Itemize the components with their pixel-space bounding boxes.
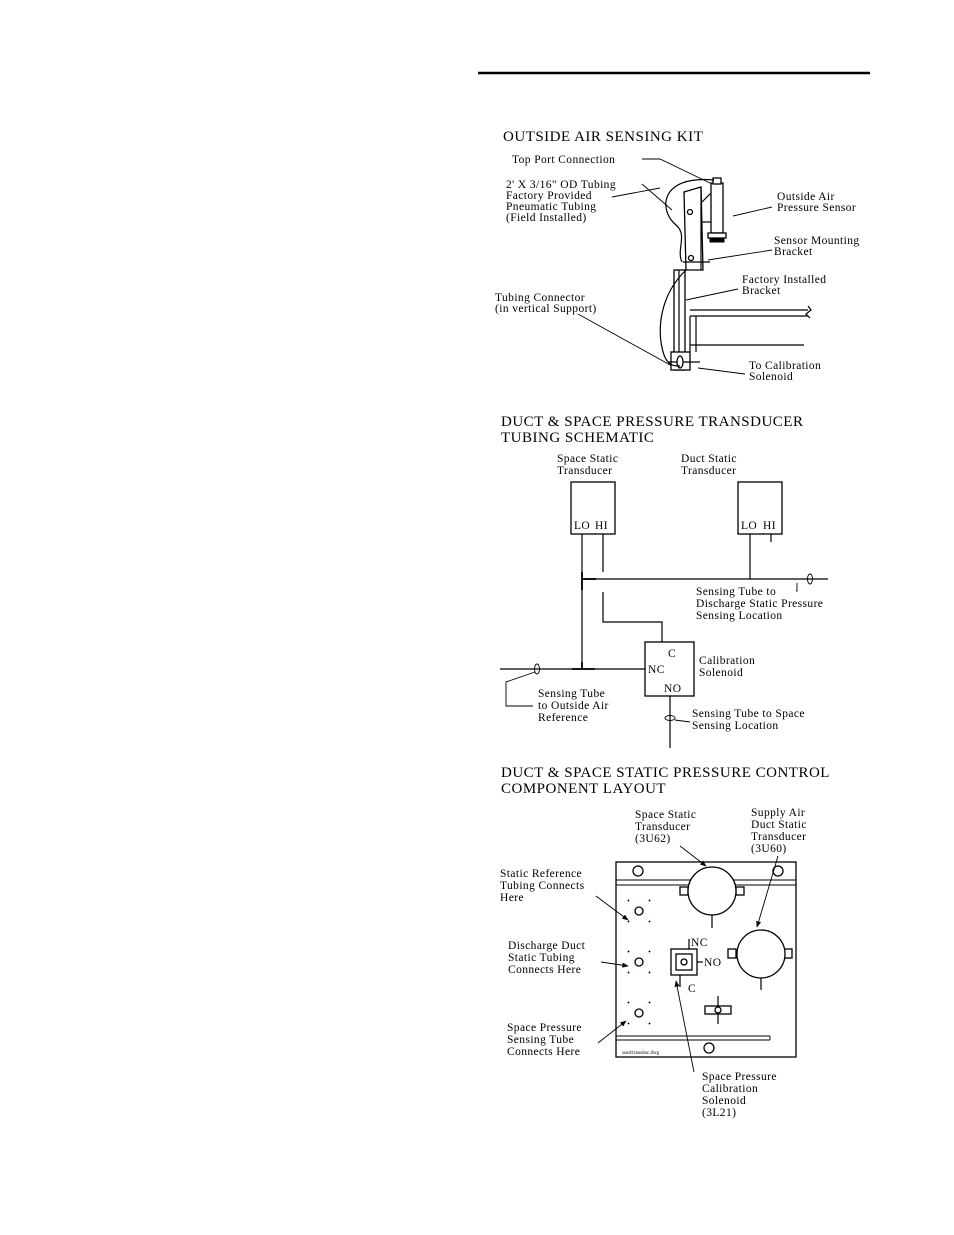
space-press-label-1: Space Pressure — [507, 1022, 582, 1034]
layout-title-1: DUCT & SPACE STATIC PRESSURE CONTROL — [501, 765, 830, 781]
outside-air-pressure-sensor — [700, 177, 727, 243]
space-pressure-connector — [627, 1001, 651, 1025]
duct-port-lo: LO — [741, 520, 757, 532]
outside-tube-label-2: to Outside Air — [538, 700, 609, 712]
schematic-title-2: TUBING SCHEMATIC — [501, 430, 654, 446]
calibration-solenoid: C NC NO — [644, 641, 695, 697]
drawing-number: ssod/transduc.dwg — [622, 1051, 660, 1056]
discharge-tube-label-1: Sensing Tube to — [696, 586, 776, 598]
calib-sol-label-3: Solenoid — [702, 1095, 746, 1107]
space-xd-label-2: Transducer — [635, 821, 690, 833]
discharge-tube-label-3: Sensing Location — [696, 610, 783, 622]
calibration-solenoid-3l21: NC NO C — [670, 937, 721, 995]
component-layout: DUCT & SPACE STATIC PRESSURE CONTROL COM… — [500, 765, 830, 1119]
kit-calibration-label-1: To Calibration — [749, 360, 821, 372]
duct-transducer-label-1: Duct Static — [681, 453, 737, 465]
space-tube-label-1: Sensing Tube to Space — [692, 708, 805, 720]
supply-xd-label-3: Transducer — [751, 831, 806, 843]
kit-sensor-label-2: Pressure Sensor — [777, 202, 856, 214]
pneumatic-tubing — [659, 178, 715, 367]
calib-sol-label-2: Calibration — [702, 1083, 758, 1095]
discharge-duct-label-1: Discharge Duct — [508, 940, 586, 952]
kit-tubing-label-2: Factory Provided — [506, 190, 592, 202]
tubing-schematic: DUCT & SPACE PRESSURE TRANSDUCER TUBING … — [500, 414, 828, 748]
space-press-label-3: Connects Here — [507, 1046, 580, 1058]
solenoid-port-c: C — [668, 648, 676, 660]
kit-leader-lines — [577, 158, 773, 375]
layout-sol-c: C — [688, 983, 696, 995]
space-tube-label-2: Sensing Location — [692, 720, 779, 732]
calib-sol-label-4: (3L21) — [702, 1107, 736, 1119]
discharge-duct-label-2: Static Tubing — [508, 952, 575, 964]
kit-connector-label-2: (in vertical Support) — [495, 303, 597, 315]
space-press-label-2: Sensing Tube — [507, 1034, 574, 1046]
supply-xd-label-4: (3U60) — [751, 843, 787, 855]
layout-sol-nc: NC — [691, 937, 708, 949]
solenoid-port-nc: NC — [648, 664, 665, 676]
outside-tube-label-1: Sensing Tube — [538, 688, 605, 700]
roof-curb — [689, 305, 812, 352]
solenoid-port-no: NO — [664, 683, 681, 695]
static-ref-connector — [627, 899, 651, 923]
sensor-mounting-bracket — [683, 186, 710, 271]
outside-tube-label-3: Reference — [538, 712, 588, 724]
kit-tubing-label-4: (Field Installed) — [506, 212, 587, 224]
static-ref-label-1: Static Reference — [500, 868, 582, 880]
discharge-duct-connector — [627, 950, 651, 974]
schematic-solenoid-label-1: Calibration — [699, 655, 755, 667]
supply-xd-label-2: Duct Static — [751, 819, 807, 831]
outside-air-sensing-kit: OUTSIDE AIR SENSING KIT Top Port Connect… — [495, 129, 860, 383]
duct-transducer-label-2: Transducer — [681, 465, 736, 477]
kit-factory-label-2: Bracket — [742, 285, 781, 297]
duct-transducer-3u60 — [727, 929, 793, 990]
duct-port-hi: HI — [763, 520, 776, 532]
duct-static-transducer: LO HI — [737, 481, 783, 535]
space-xd-label-1: Space Static — [635, 809, 696, 821]
calib-sol-label-1: Space Pressure — [702, 1071, 777, 1083]
kit-top-port-label: Top Port Connection — [512, 154, 615, 166]
space-transducer-3u62 — [679, 866, 745, 928]
space-transducer-label-2: Transducer — [557, 465, 612, 477]
layout-title-2: COMPONENT LAYOUT — [501, 781, 666, 797]
static-ref-label-3: Here — [500, 892, 524, 904]
factory-installed-bracket — [668, 269, 700, 371]
space-port-lo: LO — [574, 520, 590, 532]
supply-xd-label-1: Supply Air — [751, 807, 805, 819]
layout-leader-lines — [595, 845, 779, 1073]
kit-title: OUTSIDE AIR SENSING KIT — [503, 129, 703, 145]
layout-sol-no: NO — [704, 957, 721, 969]
discharge-tube-label-2: Discharge Static Pressure — [696, 598, 823, 610]
space-transducer-label-1: Space Static — [557, 453, 618, 465]
discharge-duct-label-3: Connects Here — [508, 964, 581, 976]
tee-fitting — [704, 996, 732, 1024]
kit-tubing-label-1: 2' X 3/16" OD Tubing — [506, 179, 616, 191]
space-static-transducer: LO HI — [570, 481, 616, 535]
space-port-hi: HI — [595, 520, 608, 532]
space-xd-label-3: (3U62) — [635, 833, 671, 845]
static-ref-label-2: Tubing Connects — [500, 880, 585, 892]
kit-mount-label-1: Sensor Mounting — [774, 235, 860, 247]
kit-mount-label-2: Bracket — [774, 246, 813, 258]
schematic-solenoid-label-2: Solenoid — [699, 667, 743, 679]
kit-connector-label-1: Tubing Connector — [495, 292, 585, 304]
kit-tubing-label-3: Pneumatic Tubing — [506, 201, 596, 213]
kit-calibration-label-2: Solenoid — [749, 371, 793, 383]
kit-sensor-label-1: Outside Air — [777, 191, 835, 203]
schematic-tubing — [500, 534, 828, 748]
kit-factory-label-1: Factory Installed — [742, 274, 826, 286]
schematic-title-1: DUCT & SPACE PRESSURE TRANSDUCER — [501, 414, 803, 430]
